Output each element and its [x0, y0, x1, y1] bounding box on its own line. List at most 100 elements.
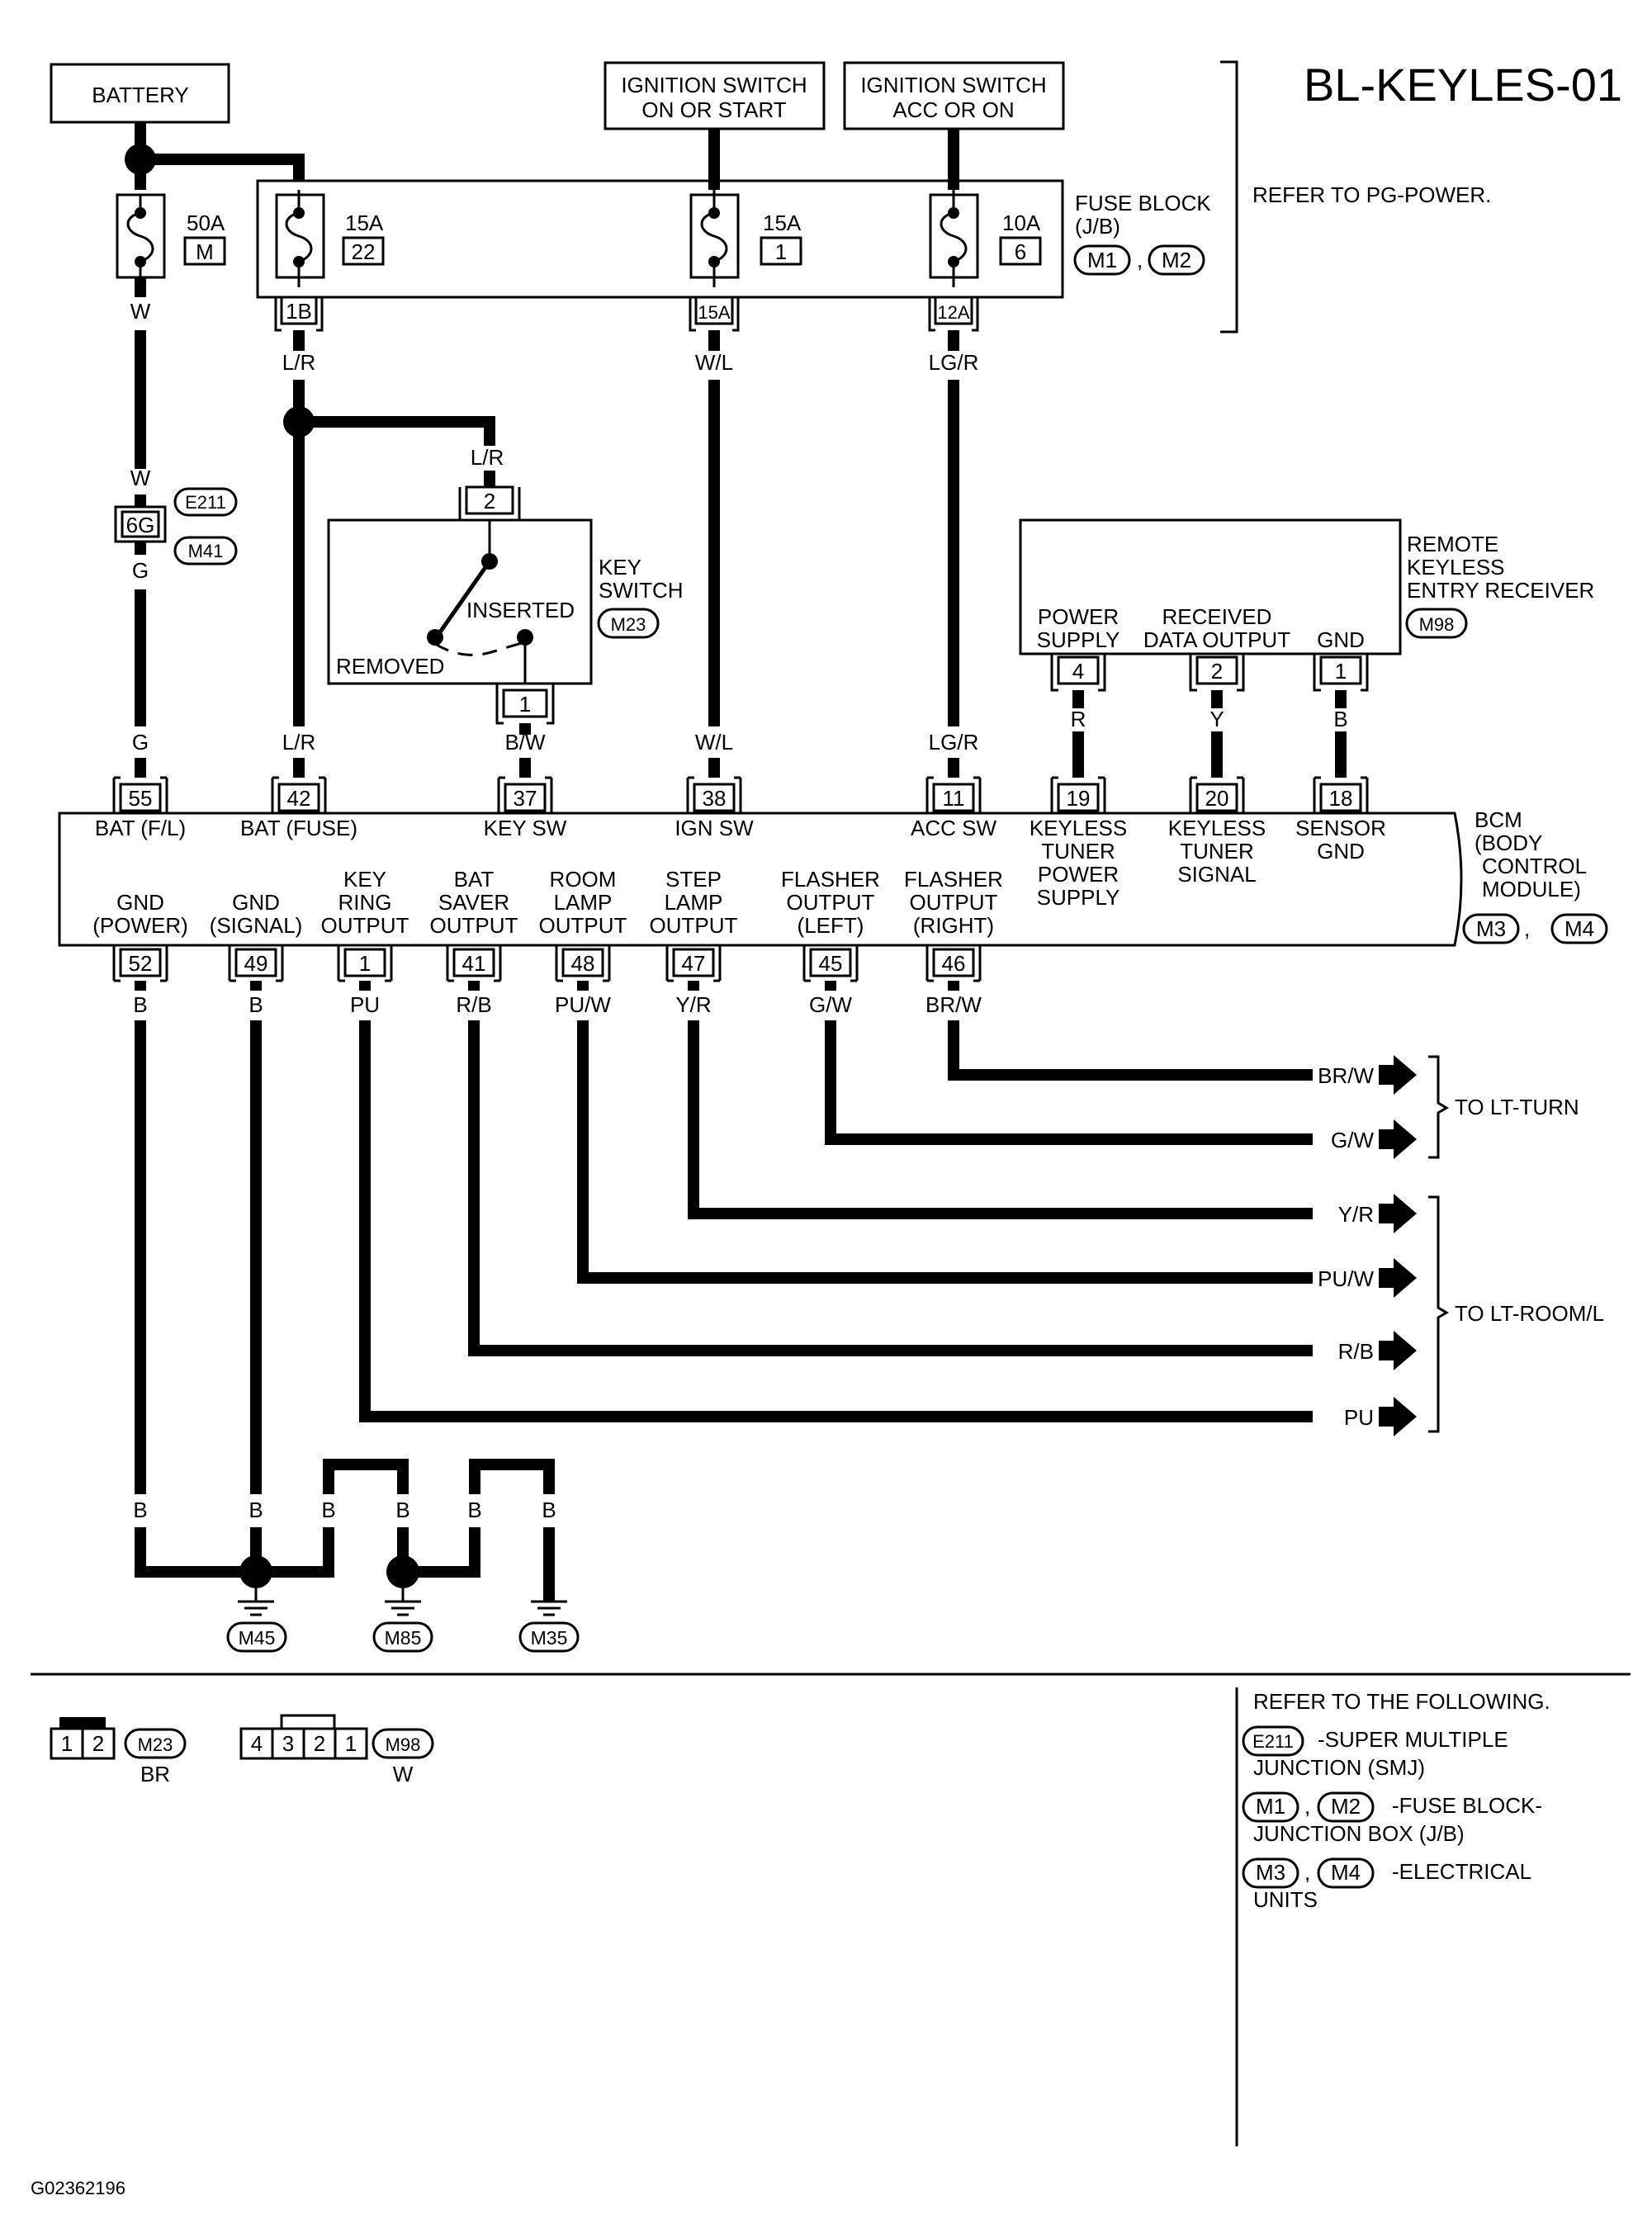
bcm-pin-name: LAMP	[554, 890, 613, 915]
smj-connector: 6G E211 M41	[114, 487, 238, 565]
bcm-pin-number: 48	[571, 951, 595, 976]
svg-text:(BODY: (BODY	[1474, 830, 1542, 855]
bcm-pin-number: 1	[359, 951, 371, 976]
svg-text:-FUSE BLOCK-: -FUSE BLOCK-	[1392, 1793, 1542, 1818]
svg-text:6: 6	[1015, 239, 1026, 264]
bcm-pin-name: OUTPUT	[539, 913, 627, 938]
fuse-50a: 50A M	[116, 193, 226, 279]
svg-text:R: R	[1071, 707, 1086, 731]
bcm-pin-name: TUNER	[1180, 839, 1254, 864]
svg-text:3: 3	[282, 1731, 294, 1756]
bcm-pin-number: 37	[514, 786, 537, 811]
diagram-title: BL-KEYLES-01	[1304, 59, 1622, 111]
bcm-pin-name: IGN SW	[675, 816, 754, 840]
svg-text:POWER: POWER	[1038, 604, 1119, 629]
svg-text:G/W: G/W	[1331, 1128, 1374, 1152]
svg-text:-SUPER MULTIPLE: -SUPER MULTIPLE	[1318, 1727, 1508, 1752]
wire-brw	[948, 1020, 1313, 1081]
bcm-pin-name: KEYLESS	[1030, 816, 1128, 840]
lt-room-brace	[1428, 1195, 1449, 1433]
battery-source: BATTERY	[50, 63, 230, 124]
svg-text:6G: 6G	[126, 513, 155, 537]
ground-splice-m45	[239, 1555, 272, 1588]
svg-text:15A: 15A	[698, 302, 730, 323]
svg-text:BR: BR	[140, 1762, 170, 1786]
bcm-pin-name: GND	[116, 890, 164, 915]
svg-text:BATTERY: BATTERY	[92, 83, 189, 107]
svg-text:M2: M2	[1162, 248, 1191, 272]
bcm-pin-name: FLASHER	[904, 867, 1003, 892]
fuse-block-note: REFER TO PG-POWER.	[1252, 182, 1491, 207]
bcm-bottom-pins: 52BGND(POWER)49BGND(SIGNAL)1PUKEYRINGOUT…	[92, 867, 1003, 1017]
bcm-pin-name: (POWER)	[92, 913, 188, 938]
bcm-pin-name: OUTPUT	[321, 913, 409, 938]
bcm-pin-name: BAT	[454, 867, 495, 892]
bcm-pin-number: 19	[1067, 786, 1091, 811]
bcm-pin-name: OUTPUT	[787, 890, 875, 915]
bcm-pin-name: BAT (F/L)	[95, 816, 186, 840]
bcm-wire-color: PU	[350, 992, 380, 1017]
svg-text:ENTRY RECEIVER: ENTRY RECEIVER	[1407, 578, 1594, 603]
svg-text:4: 4	[1072, 659, 1084, 684]
svg-text:E211: E211	[185, 492, 226, 513]
svg-text:CONTROL: CONTROL	[1482, 854, 1587, 878]
svg-text:15A: 15A	[345, 211, 384, 235]
bcm-pin-number: 11	[943, 786, 965, 811]
bcm-pin-name: ACC SW	[911, 816, 996, 840]
bcm-pin-name: LAMP	[665, 890, 723, 915]
svg-text:1: 1	[1335, 659, 1347, 684]
wire-rb	[468, 1020, 1313, 1356]
svg-text:M3: M3	[1476, 916, 1506, 941]
svg-text:ACC OR ON: ACC OR ON	[892, 97, 1014, 122]
svg-text:Y: Y	[1209, 707, 1224, 731]
lt-turn-brace	[1428, 1055, 1449, 1159]
svg-text:W: W	[393, 1762, 414, 1786]
svg-text:1: 1	[345, 1731, 357, 1756]
fuse-10a-6: 10A 6 12A	[928, 129, 1042, 332]
svg-text:Y/R: Y/R	[1338, 1202, 1374, 1227]
svg-text:M4: M4	[1564, 916, 1594, 941]
svg-text:M45: M45	[239, 1627, 276, 1649]
bcm-pin-name: BAT (FUSE)	[240, 816, 357, 840]
svg-text:,: ,	[1137, 248, 1143, 272]
bcm-pin-number: 52	[129, 951, 153, 976]
svg-text:G: G	[132, 730, 149, 755]
svg-text:B/W: B/W	[504, 730, 546, 755]
output-arrows	[1379, 1055, 1417, 1436]
bcm-pin-name: GND	[232, 890, 280, 915]
bcm-pin-name: GND	[1317, 839, 1365, 864]
svg-text:,: ,	[1524, 916, 1530, 941]
bcm-pin-number: 41	[462, 951, 486, 976]
lt-turn-label: TO LT-TURN	[1455, 1095, 1579, 1119]
keyless-receiver: REMOTE KEYLESS ENTRY RECEIVER M98 POWER …	[1019, 518, 1594, 692]
svg-text:M23: M23	[611, 614, 646, 635]
svg-text:1: 1	[775, 239, 787, 264]
refer-section: REFER TO THE FOLLOWING. E211 -SUPER MULT…	[1242, 1689, 1550, 1912]
figure-code: G02362196	[31, 2178, 125, 2198]
svg-text:M35: M35	[531, 1627, 568, 1649]
ground-wire-labels: B B B B B B	[133, 1498, 556, 1522]
bcm-pin-name: ROOM	[550, 867, 617, 892]
svg-text:PU/W: PU/W	[1318, 1266, 1374, 1291]
svg-text:1B: 1B	[286, 299, 312, 324]
svg-text:15A: 15A	[763, 211, 802, 235]
bcm-pin-name: SUPPLY	[1037, 885, 1120, 910]
svg-text:REMOVED: REMOVED	[336, 654, 444, 679]
svg-text:1: 1	[519, 692, 531, 717]
svg-text:B: B	[249, 1498, 263, 1522]
bcm-pin-name: KEY	[343, 867, 386, 892]
svg-text:ON OR START: ON OR START	[641, 97, 786, 122]
ignition-switch-on-start: IGNITION SWITCH ON OR START	[604, 61, 826, 130]
svg-text:KEYLESS: KEYLESS	[1407, 555, 1505, 580]
svg-text:GND: GND	[1317, 627, 1365, 652]
svg-text:PU: PU	[1344, 1405, 1374, 1430]
